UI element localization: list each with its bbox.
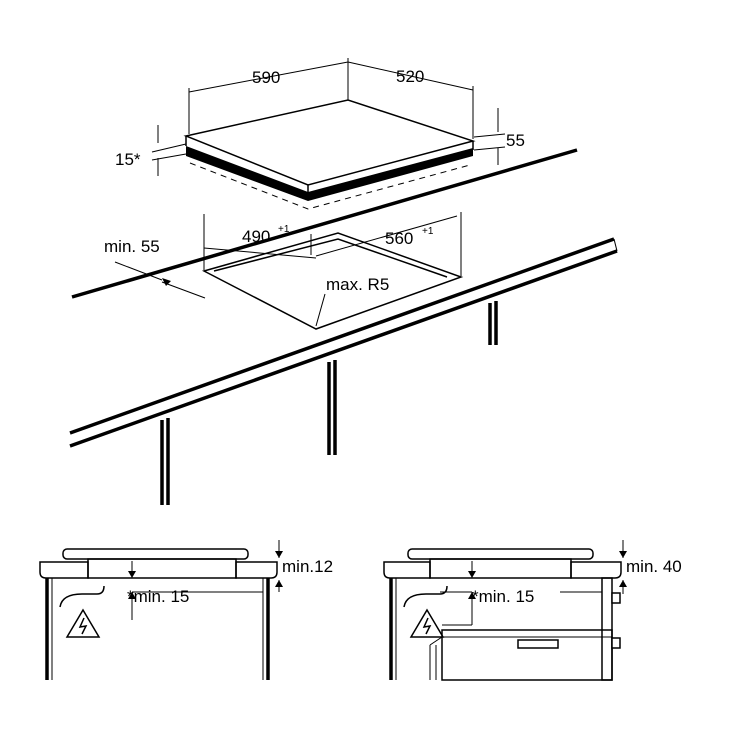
cutout-depth-label: 560 [385,229,413,248]
section-right: *min. 15 min. 40 [383,540,682,681]
hob-depth-label: 520 [396,67,424,86]
cutout-width-label: 490 [242,227,270,246]
hob-frame-label: 55 [506,131,525,150]
worktop-front-bottom [69,249,618,448]
section-right-clearance-label: min. 40 [626,557,682,576]
section-right-knob-bottom [611,637,621,649]
section-right-worktop-left [383,561,431,579]
section-right-glass [407,548,594,560]
section-left-worktop-left [39,561,89,579]
cutout-radius-label: max. R5 [326,275,389,294]
section-left-glass [62,548,249,560]
hob-drawing [183,99,476,210]
hob-underside [186,146,473,201]
worktop-front-top [69,237,615,435]
section-left-clearance-label: min.12 [282,557,333,576]
hob-body-dashed [189,162,471,210]
hob-dimensions: 590 520 55 15* [115,58,525,176]
worktop-back-edge [71,148,578,299]
section-right-gap-label: *min. 15 [472,587,534,606]
cutout-width-tol: +1 [278,224,290,235]
cutout-depth-tol: +1 [422,226,434,237]
section-left-gap-label: *min. 15 [127,587,189,606]
worktop-drawing [69,148,618,505]
hob-width-label: 590 [252,68,280,87]
section-left-hob-body [87,558,237,579]
cutout-edge-label: min. 55 [104,237,160,256]
hob-thickness-label: 15* [115,150,141,169]
built-in-oven [429,629,613,681]
cutout-dimensions: 490 +1 560 +1 min. 55 max. R5 [104,212,462,327]
section-left-worktop-right [235,561,278,579]
electrical-hazard-icon [65,608,101,638]
section-right-worktop-right [570,561,622,579]
section-left: *min. 15 min.12 [39,540,333,680]
electrical-hazard-icon [409,608,445,638]
cabinet-legs [160,301,498,505]
worktop-cutout [201,232,464,330]
section-left-cable [59,585,105,608]
section-right-knob-top [611,592,621,604]
section-right-cable [403,585,448,608]
section-right-hob-body [429,558,572,579]
hob-glass-top [183,99,476,186]
section-right-side-panel [601,577,613,681]
